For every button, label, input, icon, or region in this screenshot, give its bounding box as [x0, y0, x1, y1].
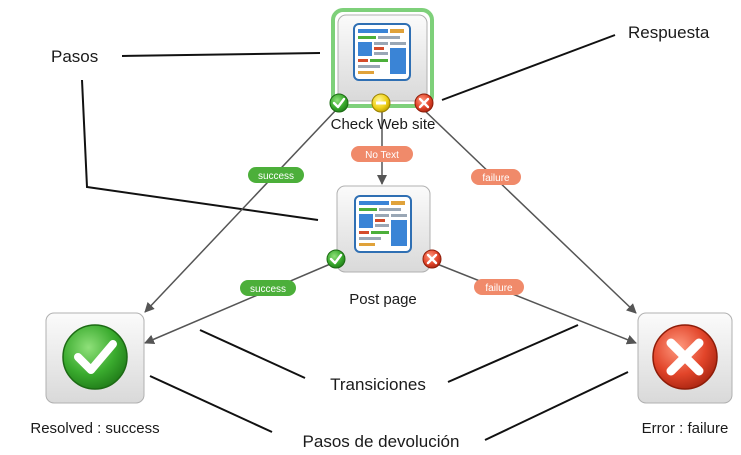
red-x-icon: [652, 324, 718, 390]
transiciones-line-left: [199, 329, 306, 379]
failure-port-icon[interactable]: [414, 93, 434, 113]
transition-badge-check-failure[interactable]: failure: [471, 169, 521, 185]
badge-label: success: [250, 284, 286, 295]
arrow-post-failure[interactable]: [431, 261, 637, 345]
green-check-icon: [62, 324, 128, 390]
transition-badge-post-success[interactable]: success: [240, 280, 296, 296]
node-post-page[interactable]: Post page: [326, 185, 442, 308]
node-label: Resolved : success: [30, 420, 159, 437]
devolucion-line-left: [149, 375, 273, 433]
badge-label: No Text: [365, 150, 399, 161]
transition-badge-post-failure[interactable]: failure: [474, 279, 524, 295]
success-port-icon[interactable]: [326, 249, 346, 269]
arrow-check-failure[interactable]: [423, 109, 637, 314]
badge-label: success: [258, 171, 294, 182]
transition-badge-check-no-text[interactable]: No Text: [351, 146, 413, 162]
arrow-post-success[interactable]: [144, 261, 336, 345]
node-error-failure[interactable]: Error : failure: [637, 312, 733, 437]
node-label: Post page: [349, 291, 417, 308]
annotation-transiciones: Transiciones: [330, 375, 426, 394]
annotation-lines: [81, 34, 629, 441]
node-label: Error : failure: [642, 420, 729, 437]
annotation-pasos-devolucion: Pasos de devolución: [303, 432, 460, 451]
success-port-icon[interactable]: [329, 93, 349, 113]
node-resolved-success[interactable]: Resolved : success: [30, 312, 160, 437]
failure-port-icon[interactable]: [422, 249, 442, 269]
arrow-check-success[interactable]: [144, 109, 337, 313]
node-label: Check Web site: [331, 116, 436, 133]
web-page-icon: [353, 23, 411, 81]
respuesta-line: [441, 34, 616, 101]
pasos-line-to-check: [121, 52, 321, 57]
no-text-port-icon[interactable]: [371, 93, 391, 113]
badge-label: failure: [485, 283, 513, 294]
web-page-icon: [354, 195, 412, 253]
annotation-respuesta: Respuesta: [628, 23, 710, 42]
transition-arrows: [144, 109, 637, 345]
devolucion-line-right: [484, 371, 629, 441]
annotation-pasos: Pasos: [51, 47, 98, 66]
node-check-web-site[interactable]: Check Web site: [329, 8, 436, 133]
badge-label: failure: [482, 173, 510, 184]
pasos-line-to-post: [81, 79, 319, 221]
transiciones-line-right: [447, 324, 579, 383]
transition-badge-check-success[interactable]: success: [248, 167, 304, 183]
